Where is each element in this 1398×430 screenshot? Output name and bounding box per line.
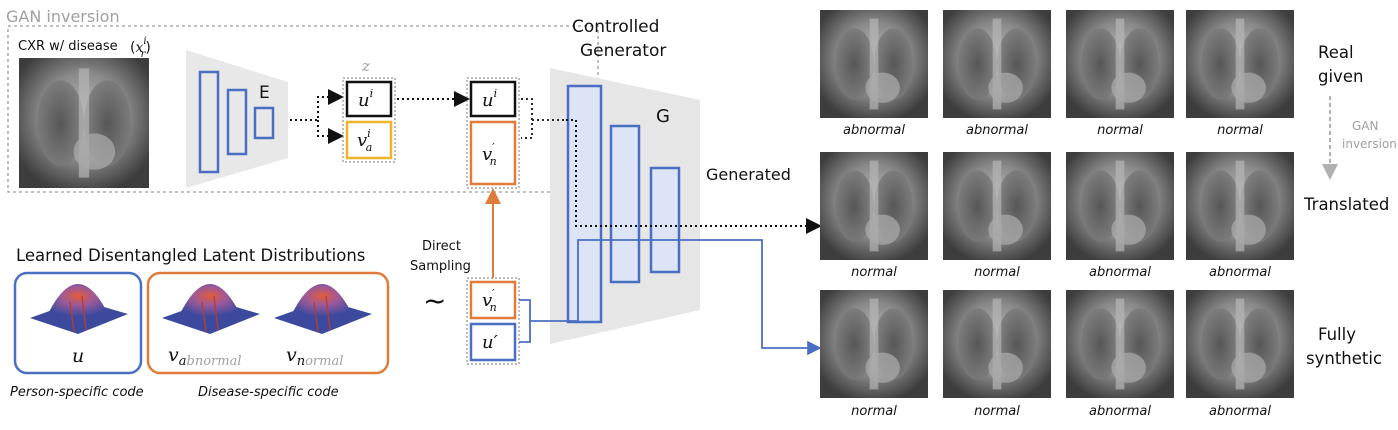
- row-label-translated: Translated: [1303, 195, 1389, 214]
- translated-image-4: [1186, 152, 1294, 260]
- sampled-v-n-label: v′n: [482, 287, 497, 314]
- sampled-v-n-box: [469, 280, 517, 320]
- generated-output-arrow: [566, 119, 822, 234]
- input-cxr-label: CXR w/ disease: [18, 39, 118, 54]
- synthetic-image-1: [820, 290, 928, 398]
- generated-label: Generated: [706, 165, 791, 184]
- image-grid: abnormal abnormal normal normal normal n…: [820, 10, 1294, 419]
- v-normal-distribution-plot: [274, 284, 372, 334]
- row-labels: Real given GAN inversion Translated Full…: [1303, 43, 1397, 368]
- v-abnormal-distribution-plot: [162, 284, 260, 334]
- encoder-layer-3: [253, 106, 275, 140]
- translated-image-2: [943, 152, 1051, 260]
- caption-synthetic-3: abnormal: [1089, 404, 1151, 419]
- translated-image-1: [820, 152, 928, 260]
- person-code-box: [13, 271, 143, 375]
- distributions-title: Learned Disentangled Latent Distribution…: [16, 246, 365, 265]
- caption-synthetic-2: normal: [974, 404, 1020, 419]
- caption-real-4: normal: [1217, 123, 1263, 138]
- row-label-gan-line1: GAN: [1352, 119, 1378, 133]
- gan-inversion-title: GAN inversion: [6, 7, 120, 26]
- latent-u-i-copy-label: ui: [482, 87, 497, 111]
- caption-translated-3: abnormal: [1089, 265, 1151, 280]
- translated-image-3: [1066, 152, 1174, 260]
- caption-synthetic-4: abnormal: [1209, 404, 1271, 419]
- encoder-output-arrow-upper: [290, 89, 344, 121]
- latent-z-label: z: [361, 57, 370, 75]
- direct-sampling-line2: Sampling: [410, 259, 471, 274]
- caption-translated-1: normal: [851, 265, 897, 280]
- synthetic-image-3: [1066, 290, 1174, 398]
- row-label-real-line1: Real: [1318, 43, 1354, 62]
- v-abnormal-label: vabnormal: [168, 344, 241, 369]
- encoder-label: E: [259, 83, 270, 103]
- caption-real-2: abnormal: [966, 123, 1028, 138]
- latent-u-i-box: [345, 80, 393, 118]
- encoder-output-arrow-lower: [317, 120, 344, 144]
- v-normal-label: vnormal: [286, 344, 343, 369]
- learned-distributions: Learned Disentangled Latent Distribution…: [10, 246, 390, 400]
- disease-code-box: [146, 271, 390, 375]
- encoder-layer-1: [198, 70, 220, 174]
- sampled-to-synthetic-path: [519, 239, 818, 348]
- disease-code-caption: Disease-specific code: [198, 385, 339, 400]
- u-distribution-label: u: [72, 345, 84, 367]
- generator-title-line1: Controlled: [572, 17, 659, 37]
- generator-layer-3: [649, 166, 681, 274]
- caption-synthetic-1: normal: [851, 404, 897, 419]
- caption-real-3: normal: [1097, 123, 1143, 138]
- real-image-2: [943, 10, 1051, 118]
- latent-v-a-box: [345, 120, 393, 160]
- u-distribution-plot: [30, 284, 128, 334]
- direct-sampling: Direct Sampling ~ v′n u′: [410, 188, 818, 365]
- encoder-trapezoid: [186, 50, 288, 188]
- real-image-4: [1186, 10, 1294, 118]
- synthetic-image-2: [943, 290, 1051, 398]
- row-label-gan-line2: inversion: [1342, 137, 1397, 151]
- latent-to-generator-connector: [521, 98, 566, 139]
- input-cxr-image: [19, 58, 149, 188]
- latent-v-n-box: [469, 120, 517, 186]
- real-image-3: [1066, 10, 1174, 118]
- encoder-layer-2: [226, 88, 248, 156]
- synthetic-image-4: [1186, 290, 1294, 398]
- latent-u-i-copy-box: [469, 80, 517, 118]
- direct-sampling-line1: Direct: [422, 239, 461, 254]
- row-label-synthetic-line2: synthetic: [1306, 349, 1382, 368]
- generator-layer-2: [609, 124, 641, 284]
- row-label-synthetic-line1: Fully: [1318, 325, 1356, 344]
- real-image-1: [820, 10, 928, 118]
- controlled-generator: Controlled Generator G Generated: [521, 17, 822, 344]
- latent-u-i-label: ui: [358, 87, 373, 111]
- caption-translated-4: abnormal: [1209, 265, 1271, 280]
- latent-z-box: [342, 77, 396, 163]
- caption-real-1: abnormal: [843, 123, 905, 138]
- sampling-tilde: ~: [423, 284, 446, 317]
- generator-layer-1: [566, 84, 603, 324]
- sampled-u-prime-box: [469, 322, 517, 362]
- person-code-caption: Person-specific code: [10, 385, 144, 400]
- row-label-real-line2: given: [1318, 67, 1363, 86]
- caption-translated-2: normal: [974, 265, 1020, 280]
- sampled-u-prime-label: u′: [482, 332, 498, 353]
- latent-v-n-label: v′n: [482, 141, 497, 168]
- generator-label: G: [656, 106, 670, 127]
- generator-title-line2: Generator: [580, 41, 666, 61]
